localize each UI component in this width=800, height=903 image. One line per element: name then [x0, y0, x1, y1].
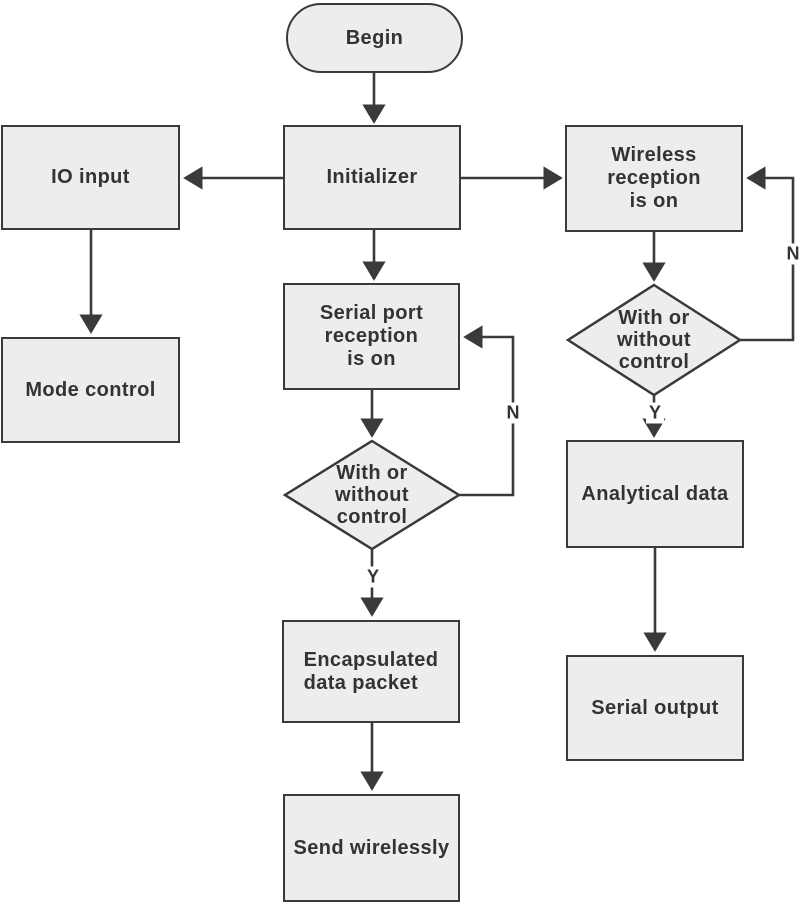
- node-encapsulated-data-packet-label: Encapsulated data packet: [303, 648, 439, 694]
- node-analytical-data: Analytical data: [566, 440, 744, 548]
- edge-label-decision-serial-yes: Y: [363, 566, 383, 588]
- node-mode-control-label: Mode control: [25, 378, 156, 401]
- node-decision-wireless-label: With or without control: [617, 307, 691, 373]
- edge-label-decision-wireless-no: N: [783, 243, 800, 265]
- node-decision-wireless-shape: [565, 283, 743, 397]
- node-encapsulated-data-packet: Encapsulated data packet: [282, 620, 460, 723]
- node-serial-port-reception: Serial port reception is on: [283, 283, 460, 390]
- node-serial-output-label: Serial output: [591, 696, 719, 719]
- node-initializer: Initializer: [283, 125, 461, 230]
- node-mode-control: Mode control: [1, 337, 180, 443]
- node-begin-label: Begin: [345, 26, 404, 49]
- node-decision-serial-label: With or without control: [335, 462, 409, 528]
- node-wireless-reception: Wireless reception is on: [565, 125, 743, 232]
- node-send-wirelessly: Send wirelessly: [283, 794, 460, 902]
- node-initializer-label: Initializer: [326, 166, 418, 188]
- edge-label-decision-wireless-yes: Y: [645, 402, 665, 424]
- edge-label-decision-serial-no: N: [503, 402, 523, 424]
- node-io-input: IO input: [1, 125, 180, 230]
- node-analytical-data-label: Analytical data: [581, 482, 729, 505]
- node-wireless-reception-label: Wireless reception is on: [607, 144, 701, 212]
- node-begin: Begin: [286, 3, 463, 73]
- node-send-wirelessly-label: Send wirelessly: [293, 836, 450, 859]
- node-decision-serial-shape: [282, 439, 462, 551]
- node-io-input-label: IO input: [51, 166, 130, 188]
- node-serial-port-reception-label: Serial port reception is on: [319, 302, 424, 370]
- node-serial-output: Serial output: [566, 655, 744, 761]
